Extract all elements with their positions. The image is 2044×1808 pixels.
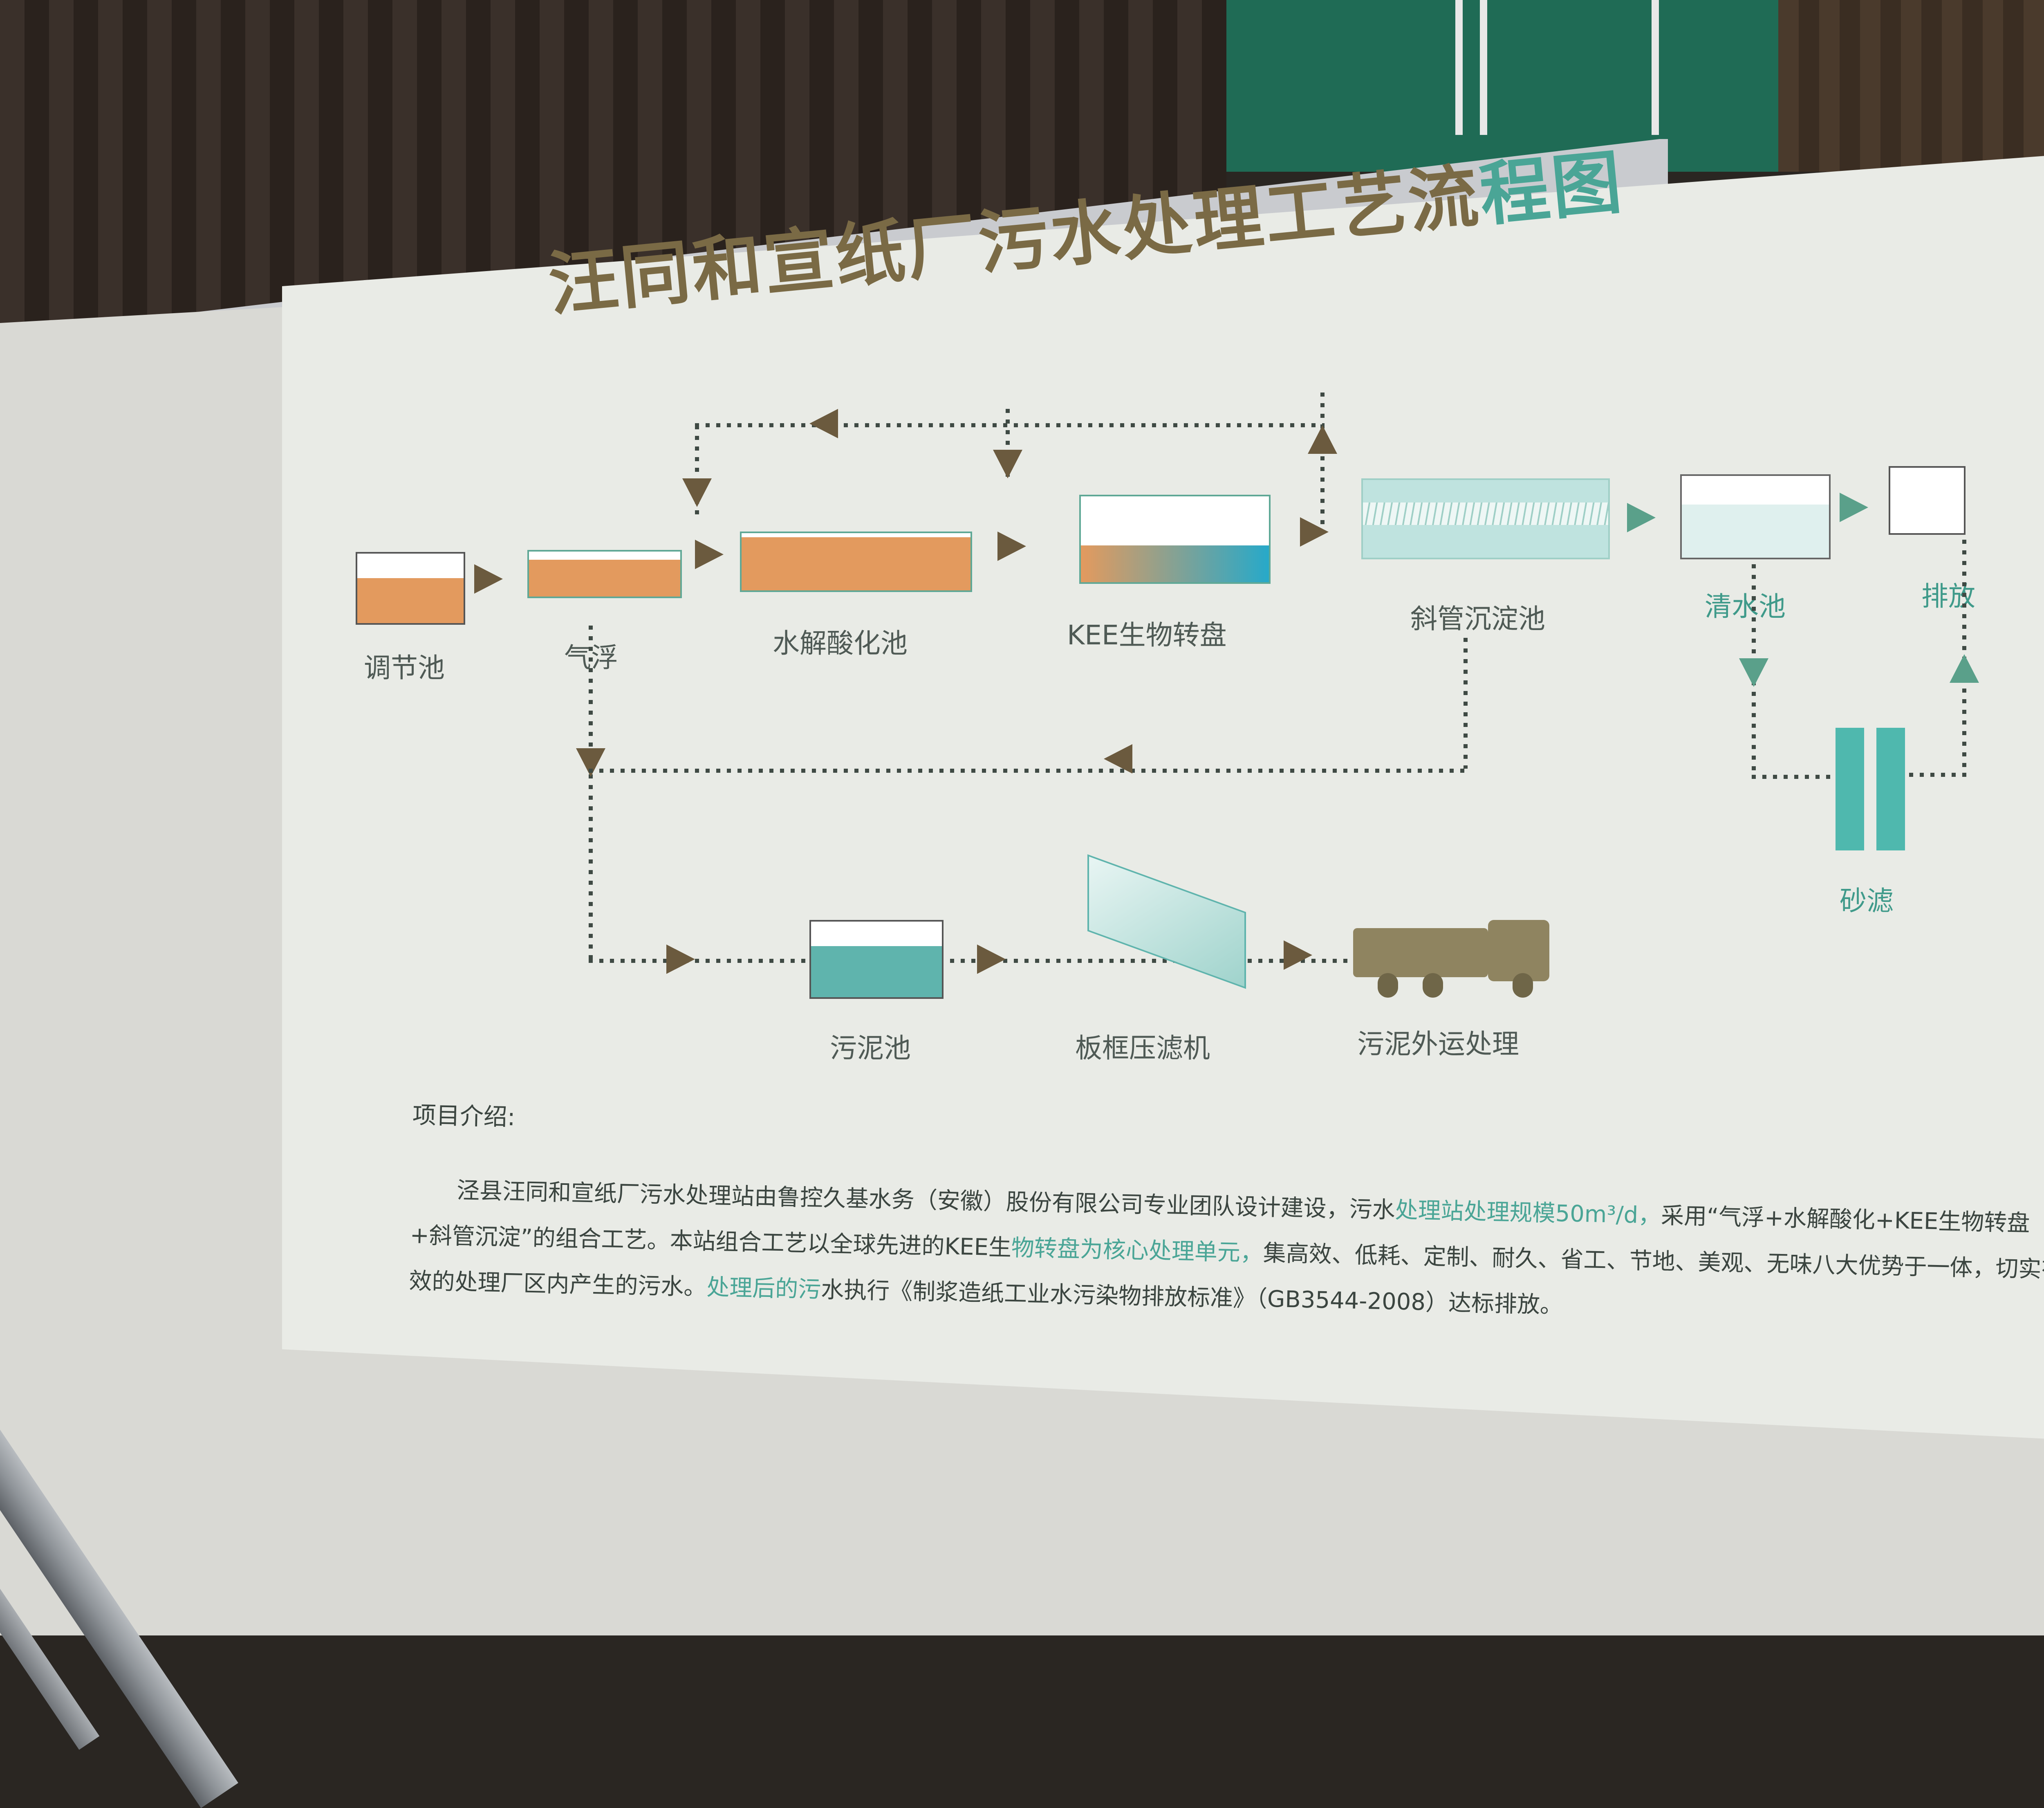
sludge-tank-icon (809, 920, 944, 999)
arrow-up-icon (1308, 425, 1337, 454)
label-shalv: 砂滤 (1840, 885, 1894, 917)
arrow-right-icon (666, 944, 695, 974)
label-shuijie: 水解酸化池 (773, 628, 908, 659)
truck-wheel (1423, 973, 1443, 998)
hydrolysis-tank-icon (740, 532, 972, 592)
truck-wheel (1378, 973, 1398, 998)
white-rod (1652, 0, 1659, 135)
return-line-mid (1006, 409, 1010, 478)
sand-filter-icon (1836, 728, 1864, 850)
discharge-icon (1889, 466, 1966, 535)
arrow-down-icon (1739, 658, 1768, 687)
arrow-right-icon (1284, 940, 1312, 970)
rotating-biodisc-icon (1079, 495, 1271, 584)
title-accent: 程图 (1476, 141, 1627, 236)
project-introduction: 项目介绍: 泾县汪同和宣纸厂污水处理站由鲁控久基水务（安徽）股份有限公司专业团队… (408, 1096, 2044, 1339)
truck-cab (1488, 920, 1549, 981)
line-from-sand-filter-h (1909, 773, 1966, 777)
sludge-line-horizontal (589, 769, 1468, 773)
label-xieguan: 斜管沉淀池 (1410, 603, 1545, 635)
sludge-line-bottom (589, 959, 1537, 963)
wooden-structure (1778, 0, 2044, 172)
label-kee: KEE生物转盘 (1067, 619, 1227, 651)
return-line-top (695, 423, 1325, 427)
process-flow-sign-board (282, 147, 2044, 1447)
arrow-right-icon (997, 532, 1026, 561)
dump-truck-icon (1353, 928, 1488, 977)
truck-wheel (1513, 973, 1533, 998)
arrow-right-icon (474, 564, 503, 594)
arrow-down-icon (682, 478, 712, 507)
arrow-right-icon (977, 944, 1006, 974)
green-equipment-housing (1226, 0, 1778, 172)
arrow-up-icon (1950, 654, 1979, 683)
return-line-down-hydrolysis (695, 425, 699, 519)
white-rod (1480, 0, 1487, 135)
intro-line-1: 泾县汪同和宣纸厂污水处理站由鲁控久基水务（安徽）股份有限公司专业团队设计建设，污… (456, 1177, 1661, 1229)
label-qingshui: 清水池 (1705, 591, 1786, 622)
return-line-up-settler (1320, 393, 1325, 532)
white-rod (1455, 0, 1463, 135)
flotation-tank-icon (527, 550, 682, 598)
inclined-tube-settler-icon (1361, 478, 1610, 559)
tank-orange-icon (356, 552, 465, 625)
arrow-right-icon (1627, 503, 1656, 532)
arrow-left-icon (809, 409, 838, 438)
sludge-line-vertical (589, 626, 593, 961)
sand-filter-icon (1876, 728, 1905, 850)
sludge-line-from-settler (1464, 638, 1468, 769)
label-tiaojiechi: 调节池 (364, 652, 445, 684)
arrow-right-icon (695, 540, 724, 569)
arrow-down-icon (993, 450, 1022, 478)
line-to-sand-filter-h (1752, 775, 1833, 779)
label-wuni: 污泥池 (830, 1032, 911, 1064)
arrow-right-icon (1300, 517, 1329, 547)
arrow-left-icon (1104, 744, 1132, 774)
arrow-right-icon (1840, 493, 1868, 522)
intro-line-4: 水执行《制浆造纸工业水污染物排放标准》（GB3544-2008）达标排放。 (820, 1276, 1563, 1319)
clear-water-tank-icon (1680, 474, 1831, 559)
label-banku: 板框压滤机 (1075, 1032, 1210, 1064)
label-paifang: 排放 (1921, 581, 1975, 612)
label-waiyun: 污泥外运处理 (1357, 1028, 1519, 1060)
